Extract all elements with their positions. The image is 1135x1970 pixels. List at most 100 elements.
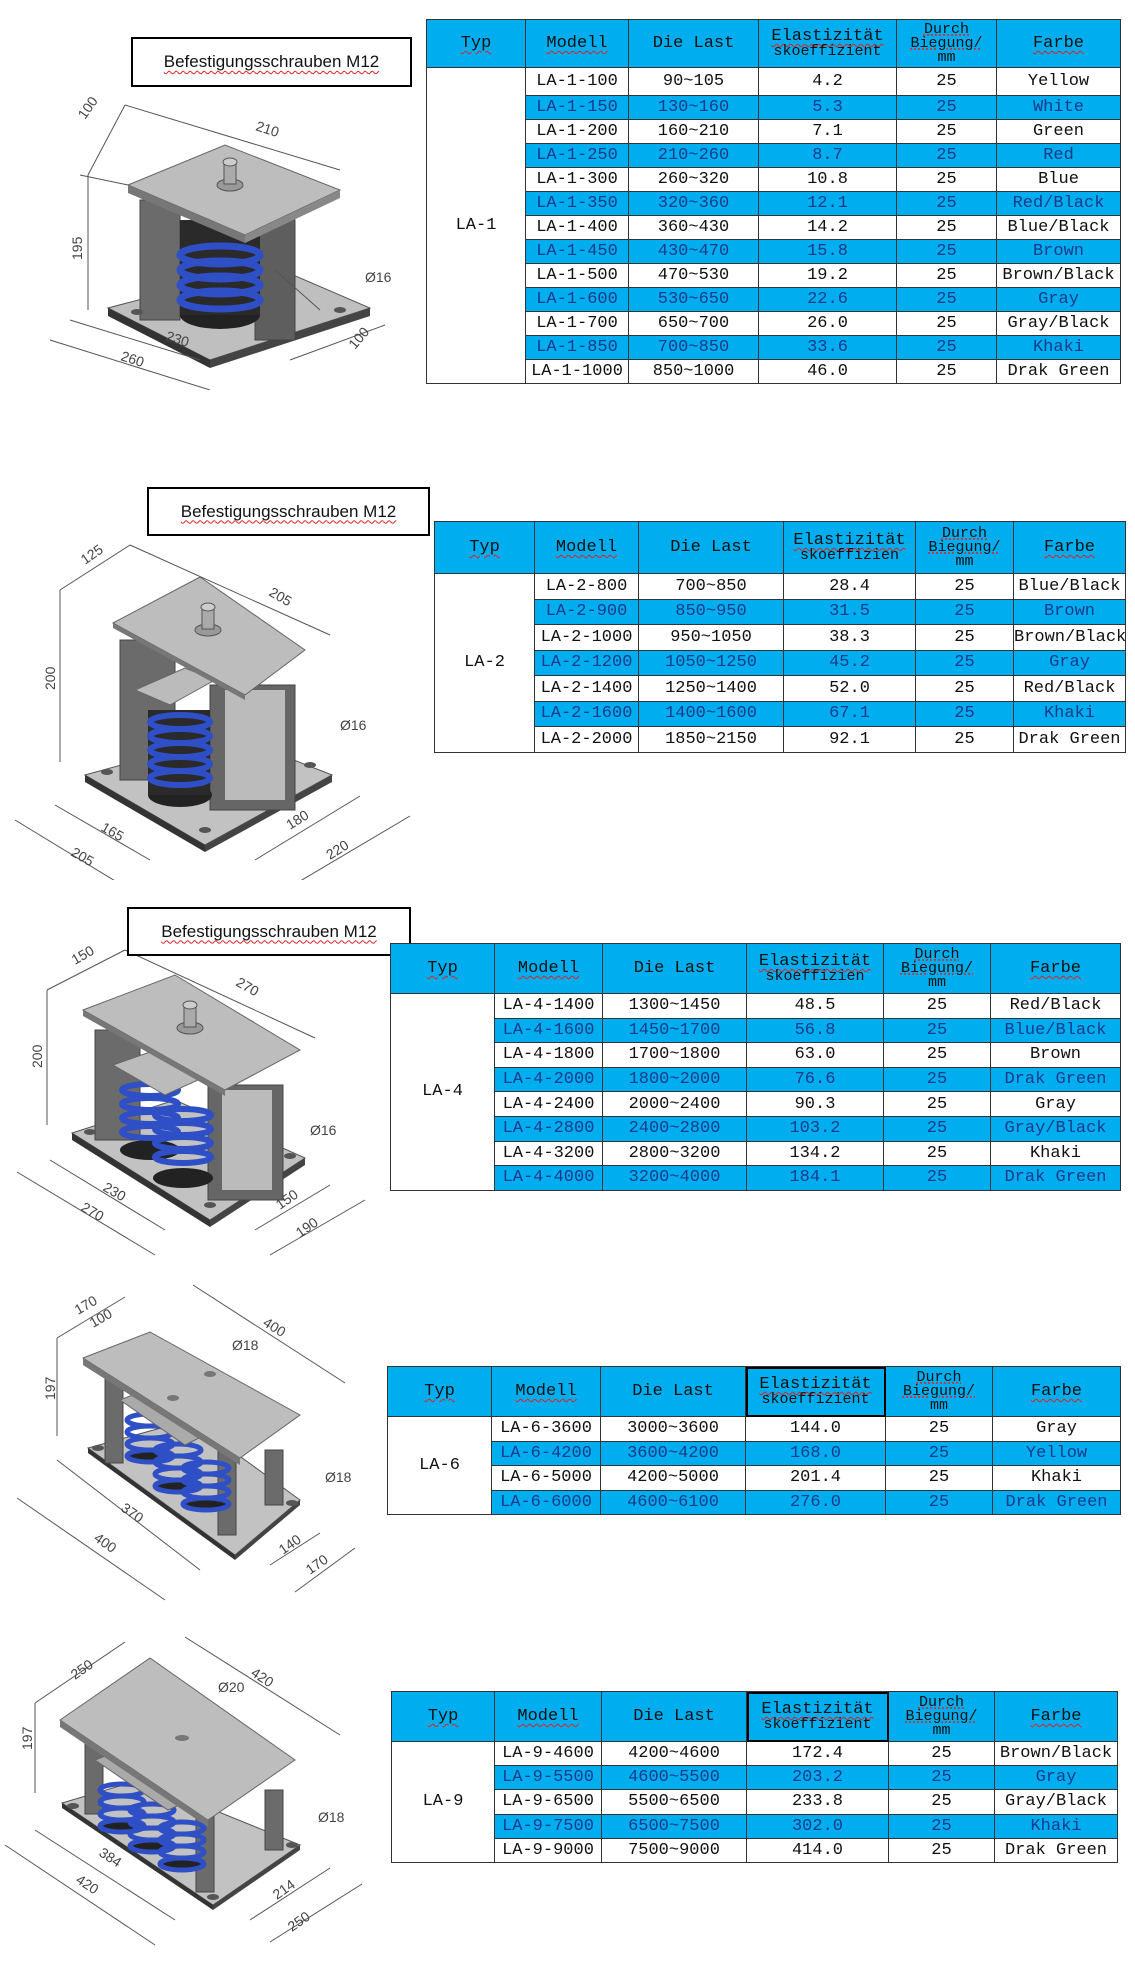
header-typ: Typ	[391, 1691, 495, 1742]
model-cell: LA-6-3600	[491, 1416, 601, 1442]
deflection-cell: 25	[888, 1789, 995, 1815]
elasticity-coefficient-cell: 31.5	[783, 598, 916, 625]
spring-coils	[119, 1081, 214, 1166]
color-cell: Red/Black	[1013, 675, 1126, 702]
load-range-cell: 1050~1250	[638, 649, 784, 676]
load-range-cell: 6500~7500	[601, 1813, 747, 1839]
deflection-cell: 25	[883, 1066, 991, 1093]
deflection-cell: 25	[883, 1140, 991, 1167]
fixing-bolt-label-text: Befestigungsschrauben M12	[163, 52, 380, 71]
model-cell: LA-2-1000	[534, 624, 639, 651]
elasticity-coefficient-cell: 28.4	[783, 573, 916, 600]
header-die-last-text: Die Last	[633, 1707, 715, 1726]
header-deflection-text: mm	[929, 1396, 948, 1414]
dim-base-inner: 165	[99, 819, 127, 845]
model-cell: LA-1-350	[525, 191, 629, 216]
header-deflection-text: Durch	[923, 20, 969, 38]
spring-mount-illustration: 170 100 400 Ø18 197 Ø18 370 400 140 170	[16, 1284, 356, 1601]
header-deflection-text: mm	[937, 48, 956, 66]
load-range-cell: 210~260	[628, 143, 759, 168]
type-cell: LA-6	[387, 1416, 492, 1515]
spring-coils	[97, 1781, 207, 1873]
header-modell-text: Modell	[555, 538, 618, 557]
dim-top-hole: Ø20	[218, 1679, 245, 1695]
dim-hole: Ø18	[318, 1809, 345, 1825]
load-range-cell: 360~430	[628, 215, 759, 240]
header-deflection-text: mm	[927, 973, 946, 991]
elasticity-coefficient-cell: 5.3	[758, 95, 897, 120]
model-cell: LA-4-4000	[494, 1165, 603, 1191]
color-cell: Drak Green	[992, 1489, 1121, 1515]
load-range-cell: 1800~2000	[602, 1066, 747, 1093]
header-farbe: Farbe	[994, 1691, 1118, 1742]
header-modell: Modell	[525, 19, 629, 68]
load-range-cell: 160~210	[628, 119, 759, 144]
deflection-cell: 25	[888, 1837, 995, 1863]
load-range-cell: 2000~2400	[602, 1091, 747, 1117]
type-cell: LA-2	[434, 573, 535, 753]
mount-drawing-la-2: 125 205 200 Ø16 165 205 180 220	[0, 500, 420, 880]
dim-height: 200	[42, 666, 58, 690]
model-cell: LA-9-7500	[494, 1813, 602, 1839]
elasticity-coefficient-cell: 414.0	[746, 1837, 889, 1863]
color-cell: Brown/Black	[994, 1740, 1118, 1767]
header-typ-text: Typ	[460, 34, 492, 53]
dim-hole: Ø18	[325, 1469, 352, 1485]
header-deflection-text: Durch	[941, 524, 987, 542]
elasticity-coefficient-cell: 12.1	[758, 191, 897, 216]
model-cell: LA-6-6000	[491, 1489, 601, 1515]
header-deflection-text: Biegung/	[928, 538, 1001, 556]
load-range-cell: 4200~5000	[600, 1465, 746, 1491]
color-cell: Khaki	[996, 335, 1121, 360]
header-elasticity-text: Elastizität	[793, 531, 906, 550]
dim-base-inner: 370	[118, 1499, 146, 1526]
model-cell: LA-1-200	[525, 119, 629, 144]
elasticity-coefficient-cell: 92.1	[783, 726, 916, 753]
fixing-bolt-label-text: Befestigungsschrauben M12	[180, 501, 397, 521]
header-typ-text: Typ	[469, 538, 500, 557]
elasticity-coefficient-cell: 15.8	[758, 239, 897, 264]
deflection-cell: 25	[915, 624, 1014, 651]
model-cell: LA-6-4200	[491, 1440, 601, 1466]
header-modell: Modell	[491, 1366, 601, 1417]
color-cell: Gray	[1013, 649, 1126, 676]
model-cell: LA-4-2800	[494, 1115, 603, 1142]
dim-top-hole: Ø18	[232, 1337, 259, 1353]
load-range-cell: 700~850	[628, 335, 759, 360]
load-range-cell: 7500~9000	[601, 1837, 747, 1863]
dim-top-width: 205	[267, 584, 295, 610]
header-die-last: Die Last	[600, 1366, 746, 1417]
spring-mount-illustration: 100 210 195 Ø16 230 260 100	[49, 93, 392, 390]
type-cell: LA-4	[390, 993, 495, 1191]
dim-height: 197	[42, 1376, 58, 1400]
model-cell: LA-4-2000	[494, 1066, 603, 1093]
dim-hole: Ø16	[310, 1122, 337, 1138]
load-range-cell: 320~360	[628, 191, 759, 216]
header-farbe-text: Farbe	[1030, 1382, 1082, 1401]
color-cell: White	[996, 95, 1121, 120]
model-cell: LA-2-900	[534, 598, 639, 625]
deflection-cell: 25	[915, 675, 1014, 702]
color-cell: Yellow	[992, 1440, 1121, 1466]
